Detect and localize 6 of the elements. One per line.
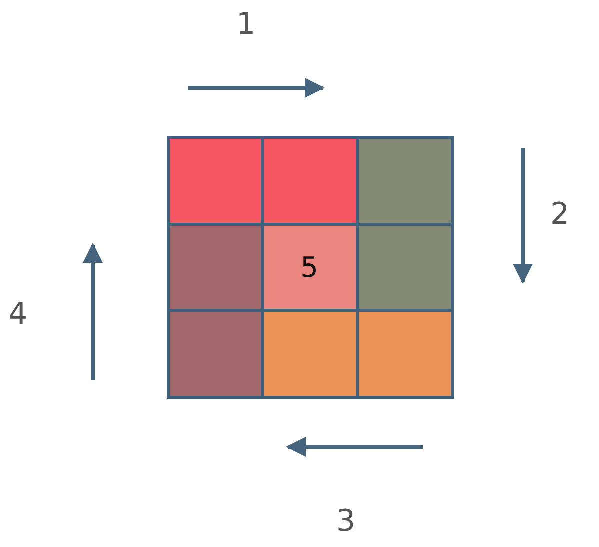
step-number: 1	[236, 10, 256, 40]
step-number: 3	[336, 507, 356, 537]
grid-cell	[166, 136, 264, 226]
step-number: 4	[8, 300, 28, 330]
step-number: 2	[550, 200, 570, 230]
cell-number: 5	[300, 250, 318, 284]
